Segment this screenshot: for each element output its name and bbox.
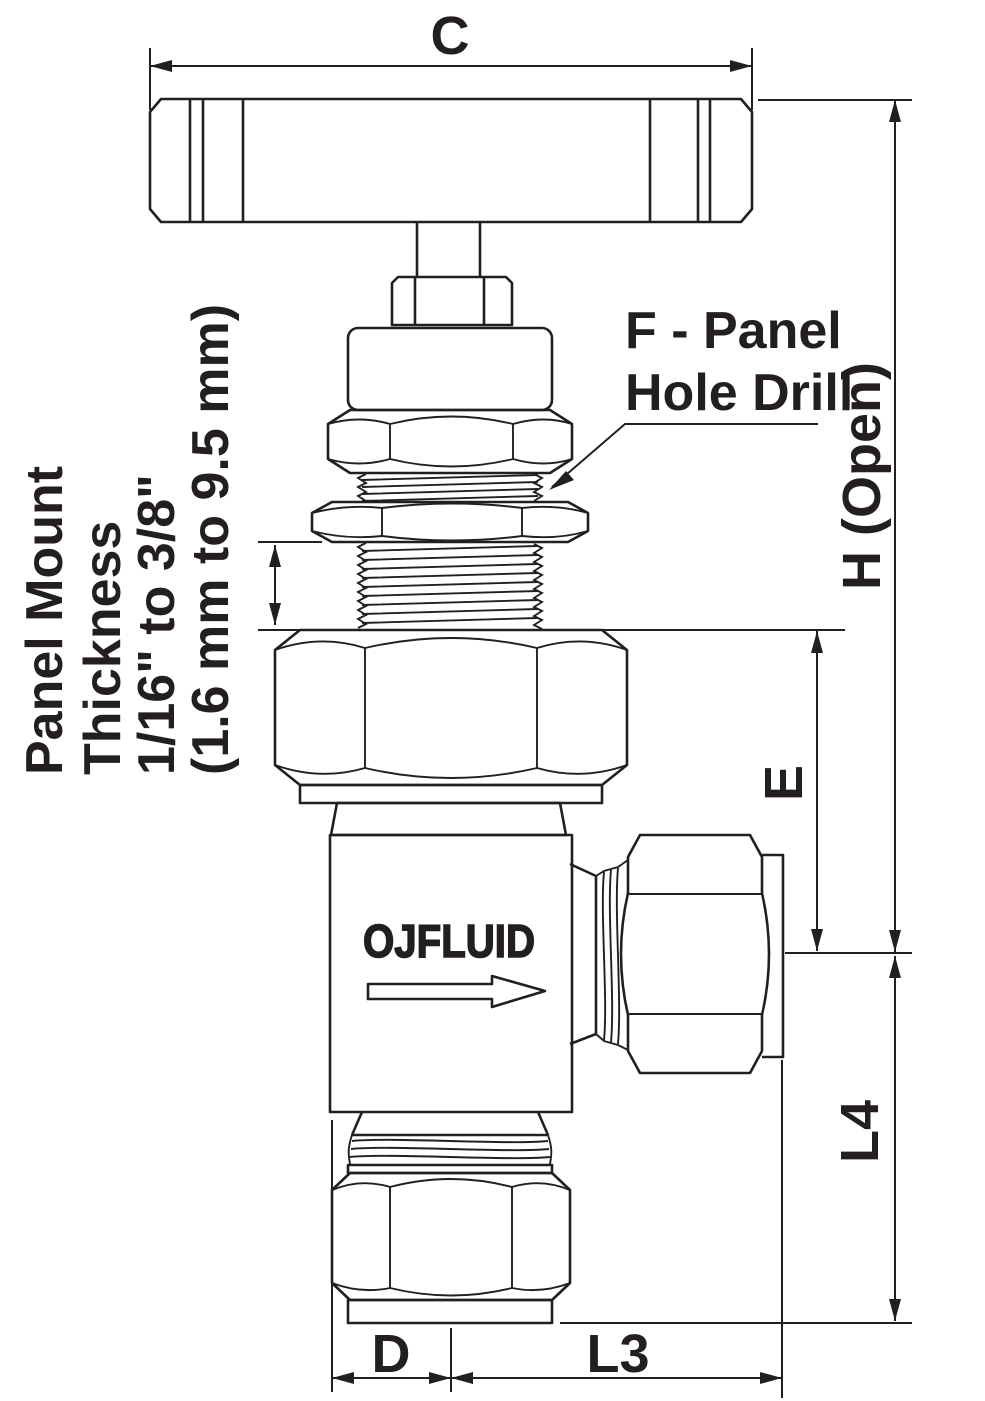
dim-c-label: C — [431, 6, 470, 66]
valve-outline: OJFLUID — [148, 97, 785, 1325]
bottom-port — [330, 1111, 572, 1325]
panel-hole-drill-line2: Hole Drill — [625, 364, 853, 422]
dim-l3-label: L3 — [586, 1324, 649, 1384]
handle-stem — [390, 222, 514, 327]
panel-mount-note: Panel Mount Thickness 1/16" to 3/8" (1.6… — [16, 304, 240, 775]
panel-mount-note-line4: (1.6 mm to 9.5 mm) — [182, 304, 240, 775]
upper-thread — [356, 473, 544, 502]
brand-label: OJFLUID — [363, 915, 535, 967]
dim-d-label: D — [372, 1324, 411, 1384]
bonnet — [346, 326, 554, 412]
dim-e-label: E — [754, 765, 814, 801]
dimension-c: C — [149, 6, 753, 110]
panel-locknut — [310, 500, 590, 544]
dimension-panel-thickness — [258, 541, 322, 625]
panel-mount-thread — [356, 542, 544, 630]
flow-direction-arrow — [366, 974, 547, 1009]
dim-h-label: H (Open) — [832, 362, 892, 590]
panel-mount-note-line1: Panel Mount — [16, 466, 74, 775]
dimension-e: E — [258, 629, 845, 951]
panel-hole-drill-line1: F - Panel — [625, 302, 842, 360]
bonnet-hex-nut — [326, 408, 574, 475]
leader-panel-hole-drill: F - Panel Hole Drill — [549, 302, 853, 490]
dimension-l4: L4 — [560, 956, 912, 1324]
dim-l4-label: L4 — [830, 1100, 890, 1163]
handle-bar — [148, 97, 754, 224]
panel-mount-note-line3: 1/16" to 3/8" — [128, 474, 186, 775]
panel-mount-note-line2: Thickness — [74, 521, 132, 775]
dimension-h-open: H (Open) — [758, 99, 912, 952]
valve-body: OJFLUID — [328, 833, 574, 1114]
right-port — [569, 833, 785, 1075]
dimension-d-l3: D L3 — [331, 1060, 783, 1398]
body-hex-nut — [273, 628, 629, 837]
